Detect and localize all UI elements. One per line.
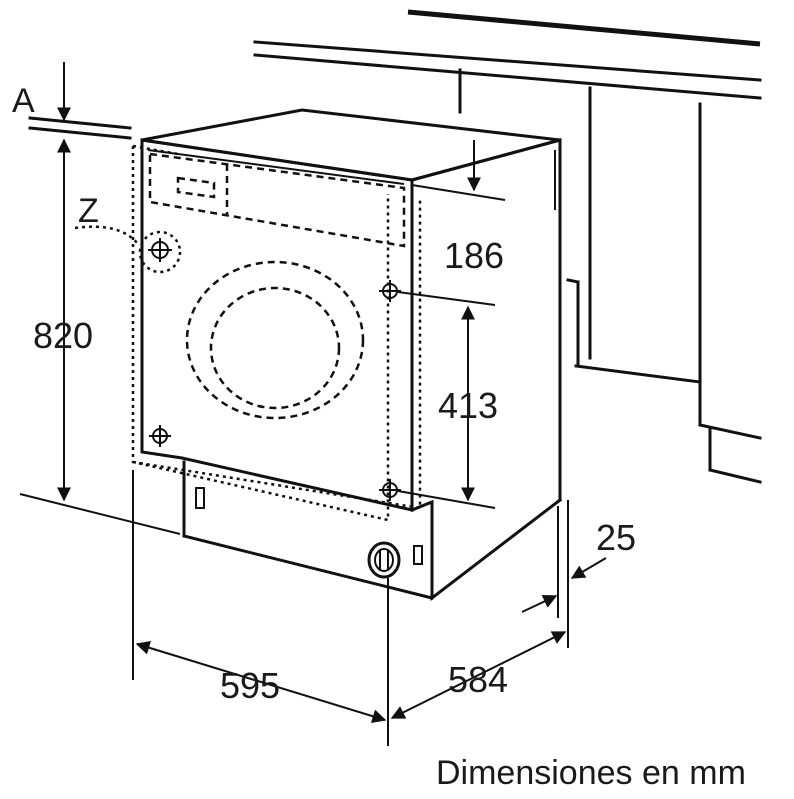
pump-cap <box>367 541 401 579</box>
hinge-z <box>138 230 182 274</box>
caption-units: Dimensiones en mm <box>436 754 746 792</box>
dimension-lines <box>19 62 607 746</box>
hinge-marker-bottom-right <box>379 479 401 501</box>
dim-584: 584 <box>448 659 508 700</box>
dim-25: 25 <box>596 517 636 558</box>
washing-machine <box>131 108 563 602</box>
plinth-slot <box>195 487 205 509</box>
kitchen-cabinet <box>253 9 762 484</box>
hinge-marker-top-right <box>379 280 401 302</box>
dim-186: 186 <box>444 235 504 276</box>
label-a: A <box>12 82 35 120</box>
hinge-marker-bottom-left <box>149 425 171 447</box>
label-z: Z <box>78 192 99 230</box>
dim-413: 413 <box>438 385 498 426</box>
dim-820: 820 <box>33 315 93 356</box>
dim-595: 595 <box>220 665 280 706</box>
